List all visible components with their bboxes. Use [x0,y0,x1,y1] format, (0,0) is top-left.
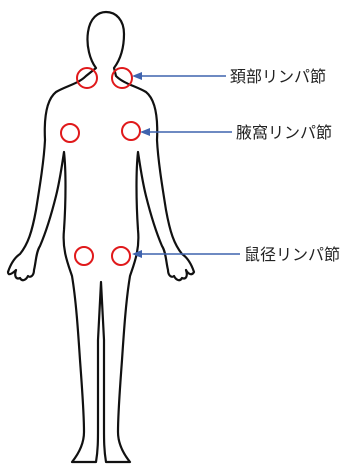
cervical-arrow-head [132,72,142,80]
inguinal-label: 鼠径リンパ節 [244,247,340,263]
cervical-node-left-circle [77,68,97,88]
axillary-node-right-circle [122,122,140,140]
axillary-label: 腋窩リンパ節 [236,125,332,141]
axillary-node-left-circle [61,124,79,142]
cervical-node-right-circle [112,68,132,88]
inguinal-node-left-circle [75,247,93,265]
cervical-label: 頚部リンパ節 [230,69,326,85]
inguinal-node-right-circle [112,247,130,265]
axillary-arrow-head [140,128,150,136]
body-outline [8,12,194,462]
node-circles [61,68,140,265]
pointer-arrows [132,72,240,258]
